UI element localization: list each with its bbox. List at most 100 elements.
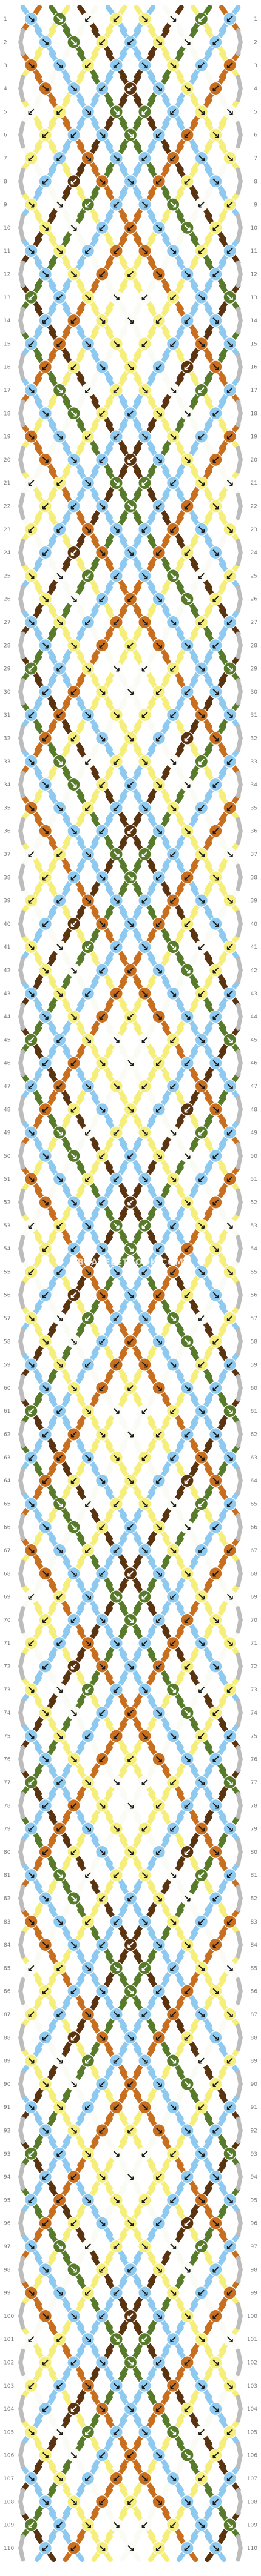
- knot[interactable]: ↘: [24, 1311, 38, 1326]
- knot[interactable]: ↙: [38, 1288, 52, 1302]
- knot[interactable]: ↘: [152, 407, 166, 420]
- knot[interactable]: ↙: [223, 1126, 237, 1140]
- knot[interactable]: ↘: [109, 1079, 123, 1094]
- knot[interactable]: ↘: [123, 1241, 138, 1256]
- knot[interactable]: ↙: [53, 708, 67, 722]
- knot[interactable]: ↙: [138, 708, 152, 722]
- knot[interactable]: ↘: [223, 1265, 237, 1279]
- knot[interactable]: ↘: [194, 1265, 208, 1279]
- knot[interactable]: ↙: [152, 731, 166, 745]
- knot[interactable]: ↘: [67, 453, 81, 466]
- knot[interactable]: ↙: [209, 35, 223, 49]
- knot[interactable]: ↘: [180, 963, 194, 977]
- knot[interactable]: ↘: [95, 545, 109, 560]
- knot[interactable]: ↙: [53, 1033, 67, 1047]
- knot[interactable]: ↙: [24, 662, 38, 676]
- knot[interactable]: ↙: [166, 522, 180, 536]
- knot[interactable]: ↙: [180, 313, 194, 328]
- knot[interactable]: ↙: [38, 1103, 52, 1117]
- knot[interactable]: ↘: [38, 1195, 52, 1209]
- knot[interactable]: ↙: [81, 430, 95, 443]
- knot[interactable]: ↙: [53, 847, 67, 861]
- knot[interactable]: ↘: [223, 1033, 237, 1047]
- knot[interactable]: ↙: [194, 615, 208, 629]
- knot[interactable]: ↘: [53, 1172, 67, 1186]
- knot[interactable]: ↙: [67, 731, 81, 745]
- knot[interactable]: ↙: [209, 453, 223, 466]
- knot[interactable]: ↘: [209, 174, 223, 188]
- knot[interactable]: ↘: [166, 940, 180, 954]
- knot[interactable]: ↘: [209, 1056, 223, 1070]
- knot[interactable]: ↘: [166, 615, 180, 629]
- knot[interactable]: ↘: [180, 1149, 194, 1163]
- knot[interactable]: ↘: [109, 1404, 123, 1418]
- knot[interactable]: ↙: [180, 1288, 194, 1302]
- knot[interactable]: ↘: [209, 499, 223, 513]
- knot[interactable]: ↙: [166, 847, 180, 861]
- knot[interactable]: ↙: [109, 940, 123, 954]
- knot[interactable]: ↙: [81, 58, 95, 72]
- knot[interactable]: ↘: [123, 871, 138, 885]
- knot[interactable]: ↘: [138, 430, 152, 443]
- knot[interactable]: ↙: [223, 986, 237, 1000]
- knot[interactable]: ↘: [223, 847, 237, 861]
- knot[interactable]: ↘: [123, 1056, 138, 1070]
- knot[interactable]: ↙: [138, 151, 152, 165]
- knot[interactable]: ↙: [24, 1265, 38, 1279]
- knot[interactable]: ↘: [67, 1149, 81, 1163]
- knot[interactable]: ↘: [138, 1358, 152, 1372]
- knot[interactable]: ↘: [209, 917, 223, 931]
- knot[interactable]: ↙: [67, 1288, 81, 1302]
- knot[interactable]: ↙: [152, 360, 166, 374]
- knot[interactable]: ↙: [180, 360, 194, 374]
- knot[interactable]: ↘: [138, 1497, 152, 1511]
- knot[interactable]: ↘: [223, 1450, 237, 1464]
- knot[interactable]: ↙: [53, 1450, 67, 1464]
- knot[interactable]: ↙: [67, 1103, 81, 1117]
- knot[interactable]: ↘: [24, 940, 38, 954]
- knot[interactable]: ↙: [123, 1149, 138, 1163]
- knot[interactable]: ↘: [81, 1450, 95, 1464]
- knot[interactable]: ↘: [223, 337, 237, 351]
- knot[interactable]: ↙: [180, 1241, 194, 1256]
- knot[interactable]: ↙: [38, 545, 52, 560]
- knot[interactable]: ↙: [209, 1335, 223, 1349]
- knot[interactable]: ↘: [209, 1427, 223, 1441]
- knot[interactable]: ↘: [38, 221, 52, 234]
- knot[interactable]: ↘: [138, 198, 152, 211]
- knot[interactable]: ↙: [38, 313, 52, 328]
- knot[interactable]: ↙: [194, 198, 208, 211]
- knot[interactable]: ↙: [81, 1311, 95, 1326]
- knot[interactable]: ↘: [81, 847, 95, 861]
- knot[interactable]: ↘: [152, 81, 166, 96]
- knot[interactable]: ↙: [109, 615, 123, 629]
- knot[interactable]: ↘: [166, 1172, 180, 1186]
- knot[interactable]: ↘: [166, 244, 180, 258]
- knot[interactable]: ↘: [24, 1126, 38, 1140]
- knot[interactable]: ↙: [95, 1335, 109, 1349]
- knot[interactable]: ↙: [67, 499, 81, 513]
- knot[interactable]: ↘: [194, 1404, 208, 1418]
- knot[interactable]: ↙: [38, 174, 52, 188]
- knot[interactable]: ↙: [24, 522, 38, 536]
- knot[interactable]: ↘: [209, 545, 223, 560]
- knot[interactable]: ↙: [180, 917, 194, 931]
- knot[interactable]: ↘: [109, 894, 123, 908]
- knot[interactable]: ↘: [166, 754, 180, 768]
- knot[interactable]: ↘: [180, 81, 194, 96]
- knot[interactable]: ↙: [152, 128, 166, 142]
- knot[interactable]: ↙: [194, 1358, 208, 1372]
- knot[interactable]: ↘: [109, 1033, 123, 1047]
- knot[interactable]: ↙: [152, 174, 166, 188]
- knot[interactable]: ↘: [166, 1126, 180, 1140]
- knot[interactable]: ↙: [223, 801, 237, 815]
- knot[interactable]: ↙: [166, 290, 180, 304]
- knot[interactable]: ↙: [166, 476, 180, 490]
- knot[interactable]: ↘: [67, 1009, 81, 1024]
- knot[interactable]: ↙: [152, 685, 166, 699]
- knot[interactable]: ↙: [180, 1473, 194, 1488]
- knot[interactable]: ↙: [53, 105, 67, 119]
- knot[interactable]: ↙: [209, 1195, 223, 1209]
- knot[interactable]: ↙: [38, 1056, 52, 1070]
- knot[interactable]: ↘: [38, 35, 52, 49]
